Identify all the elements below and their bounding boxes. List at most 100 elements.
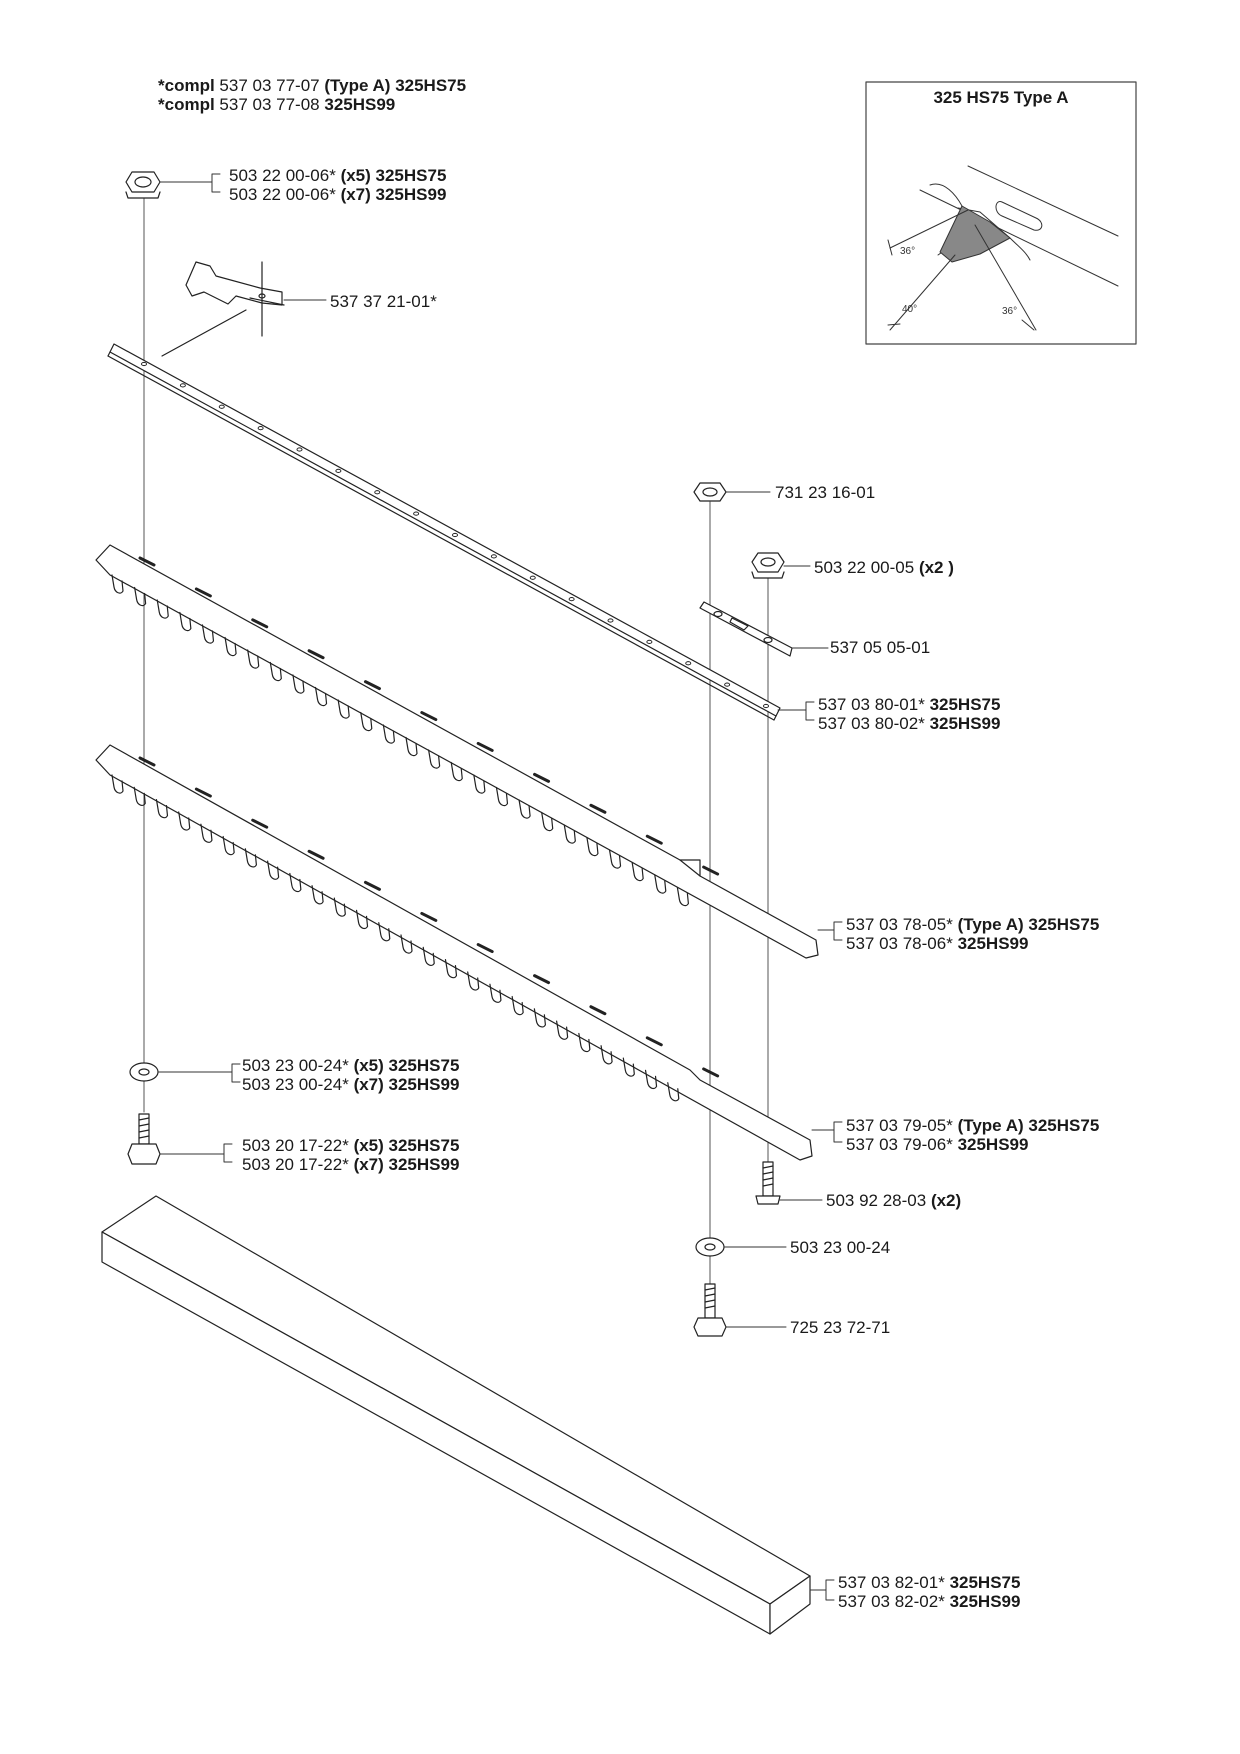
- screw-right: [755, 1161, 781, 1205]
- blade-tooth: [156, 599, 169, 619]
- blade-tooth: [267, 860, 280, 880]
- blade-slot: [194, 587, 212, 598]
- blade-tooth: [292, 674, 305, 694]
- leader-lines: [157, 173, 843, 1601]
- flat-strip: [107, 343, 781, 721]
- inset-blade-detail: [887, 165, 1119, 331]
- strip-hole: [724, 682, 731, 687]
- blade-slot: [363, 880, 381, 891]
- blade-tooth: [450, 761, 463, 782]
- blade-tooth: [511, 995, 524, 1016]
- strip-hole: [296, 447, 303, 452]
- blade-guard: [101, 1195, 811, 1635]
- blade-slot: [251, 818, 269, 829]
- blade-tooth: [622, 1057, 635, 1077]
- bolt-left: [127, 1113, 161, 1165]
- blade-tooth: [314, 686, 328, 707]
- blade-tooth: [428, 749, 441, 769]
- strip-hole: [529, 575, 536, 580]
- strip-hole: [685, 661, 692, 666]
- callout-nut-right-2: 503 22 00-05 (x2 ): [814, 558, 954, 577]
- callout-washer-right: 503 23 00-24: [790, 1238, 891, 1257]
- blade-tooth: [134, 586, 147, 607]
- blade-slot: [138, 556, 156, 567]
- strip-hole: [763, 703, 769, 709]
- blade-slot: [533, 974, 551, 985]
- blade-tooth: [247, 649, 260, 669]
- strip-hole: [607, 618, 614, 623]
- strip-hole: [218, 404, 225, 409]
- blade-slot: [589, 1005, 607, 1016]
- flange-nut-top: [125, 171, 161, 199]
- inset-frame: [865, 81, 1137, 345]
- blade-tooth: [489, 983, 502, 1003]
- blade-slot: [420, 911, 438, 922]
- callout-strip: 537 03 80-01* 325HS75 537 03 80-02* 325H…: [818, 695, 1001, 733]
- blade-tooth: [556, 1020, 569, 1040]
- flange-nut-right: [751, 552, 785, 579]
- bolt-right: [693, 1283, 727, 1337]
- callout-blade-lower: 537 03 79-05* (Type A) 325HS75 537 03 79…: [846, 1116, 1100, 1154]
- blade-tooth: [111, 574, 124, 594]
- strip-hole: [374, 490, 381, 495]
- callout-washer-left: 503 23 00-24* (x5) 325HS75 503 23 00-24*…: [242, 1056, 460, 1094]
- washer-left: [129, 1062, 159, 1082]
- strip-hole: [141, 361, 147, 367]
- washer-right: [695, 1237, 725, 1257]
- blade-slot: [589, 803, 607, 814]
- blade-tooth: [133, 786, 146, 806]
- blade-slot: [476, 943, 494, 954]
- small-plate: [699, 601, 793, 657]
- blade-tooth: [608, 849, 622, 869]
- callout-screw-right: 503 92 28-03 (x2): [826, 1191, 962, 1210]
- blade-slot: [702, 1067, 720, 1078]
- blade-tooth: [111, 774, 124, 794]
- callout-bolt-left: 503 20 17-22* (x5) 325HS75 503 20 17-22*…: [242, 1136, 460, 1174]
- blade-slot: [476, 741, 494, 752]
- strip-hole: [568, 597, 575, 602]
- callout-guide-plate: 537 37 21-01*: [330, 292, 437, 311]
- blade-tooth: [155, 799, 169, 819]
- blade-slot: [645, 1036, 663, 1047]
- blade-tooth: [444, 959, 458, 979]
- callout-bolt-right: 725 23 72-71: [790, 1318, 891, 1337]
- blade-tooth: [355, 909, 369, 930]
- blade-tooth: [200, 823, 213, 843]
- blade-tooth: [578, 1032, 591, 1053]
- callout-small-plate: 537 05 05-01: [830, 638, 931, 657]
- blade-tooth: [269, 661, 282, 682]
- blade-tooth: [244, 848, 257, 868]
- lock-nut-right: [693, 482, 727, 502]
- blade-slot: [702, 865, 720, 876]
- blade-tooth: [333, 897, 346, 917]
- blade-slot: [307, 849, 325, 860]
- blade-slot: [420, 711, 438, 722]
- blade-tooth: [467, 971, 480, 991]
- header-line-2: *compl 537 03 77-08 325HS99: [158, 95, 396, 114]
- blade-slot: [138, 756, 156, 767]
- blade-tooth: [541, 811, 554, 832]
- blade-tooth: [473, 774, 486, 794]
- inset-angle-label: 36°: [900, 246, 915, 257]
- blade-tooth: [179, 611, 192, 632]
- blade-tooth: [563, 824, 576, 844]
- callout-nut-top: 503 22 00-06* (x5) 325HS75 503 22 00-06*…: [229, 166, 447, 204]
- strip-hole: [452, 532, 458, 538]
- strip-hole: [413, 511, 420, 516]
- lower-toothed-blade: [95, 744, 813, 1161]
- upper-toothed-blade: [95, 544, 819, 959]
- strip-hole: [335, 468, 342, 473]
- blade-tooth: [495, 786, 509, 807]
- blade-tooth: [360, 711, 373, 732]
- blade-slot: [307, 649, 325, 660]
- blade-slot: [645, 834, 663, 845]
- header-line-1: *compl 537 03 77-07 (Type A) 325HS75: [158, 76, 467, 95]
- blade-slot: [533, 772, 551, 783]
- blade-slot: [194, 787, 212, 798]
- blade-tooth: [667, 1082, 680, 1102]
- blade-tooth: [201, 624, 215, 644]
- blade-tooth: [422, 946, 435, 966]
- blade-tooth: [405, 736, 418, 757]
